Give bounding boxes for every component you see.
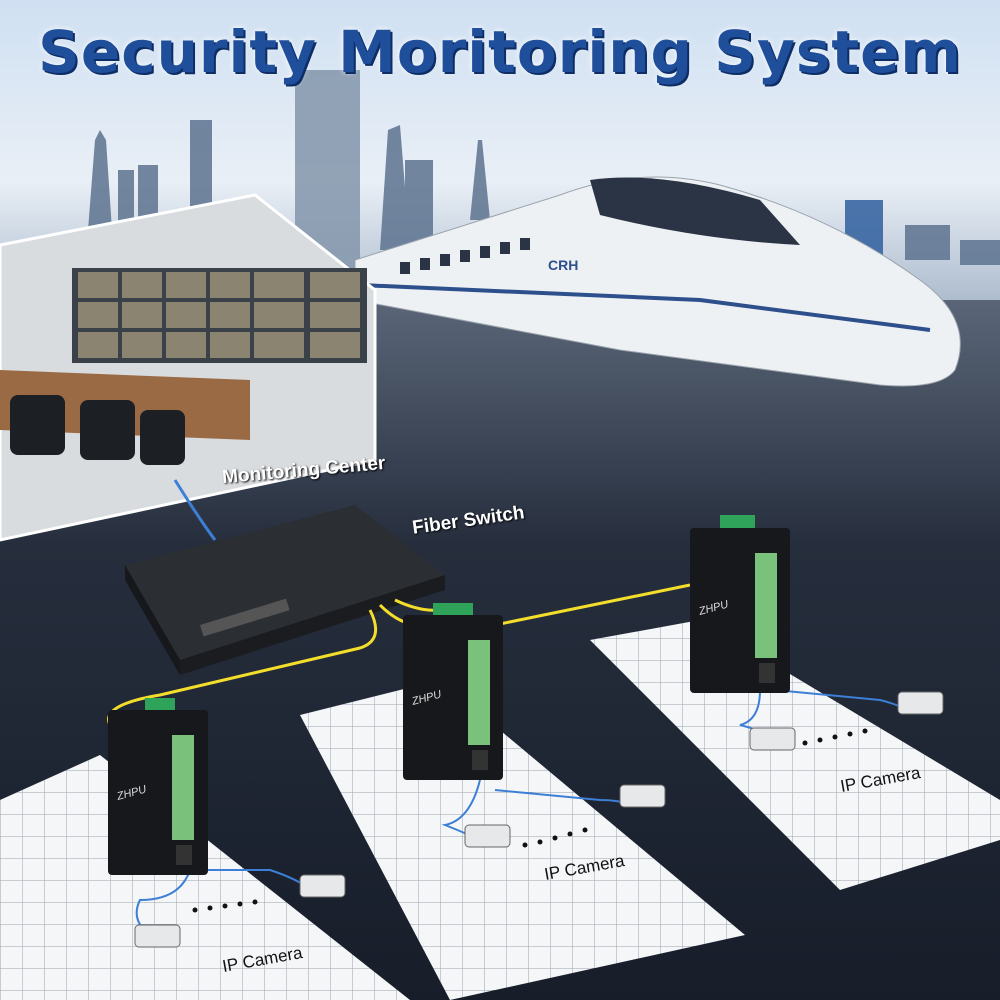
page-title: Security Moritoring System: [38, 18, 962, 86]
industrial-switch-1: ZHPU: [108, 698, 208, 875]
industrial-switch-3: ZHPU: [690, 515, 790, 693]
more-cameras-dots: [192, 728, 868, 913]
fiber-switch-device: [125, 505, 445, 675]
uplink-cable: [173, 479, 217, 541]
high-speed-train: CRH: [354, 176, 961, 387]
chairs: [10, 395, 185, 465]
industrial-switch-2: ZHPU: [403, 603, 503, 780]
ip-cameras: [134, 691, 944, 948]
train-mark: CRH: [548, 257, 578, 273]
camera-zone-1: [0, 755, 410, 1000]
monitoring-center-room: [0, 193, 377, 542]
